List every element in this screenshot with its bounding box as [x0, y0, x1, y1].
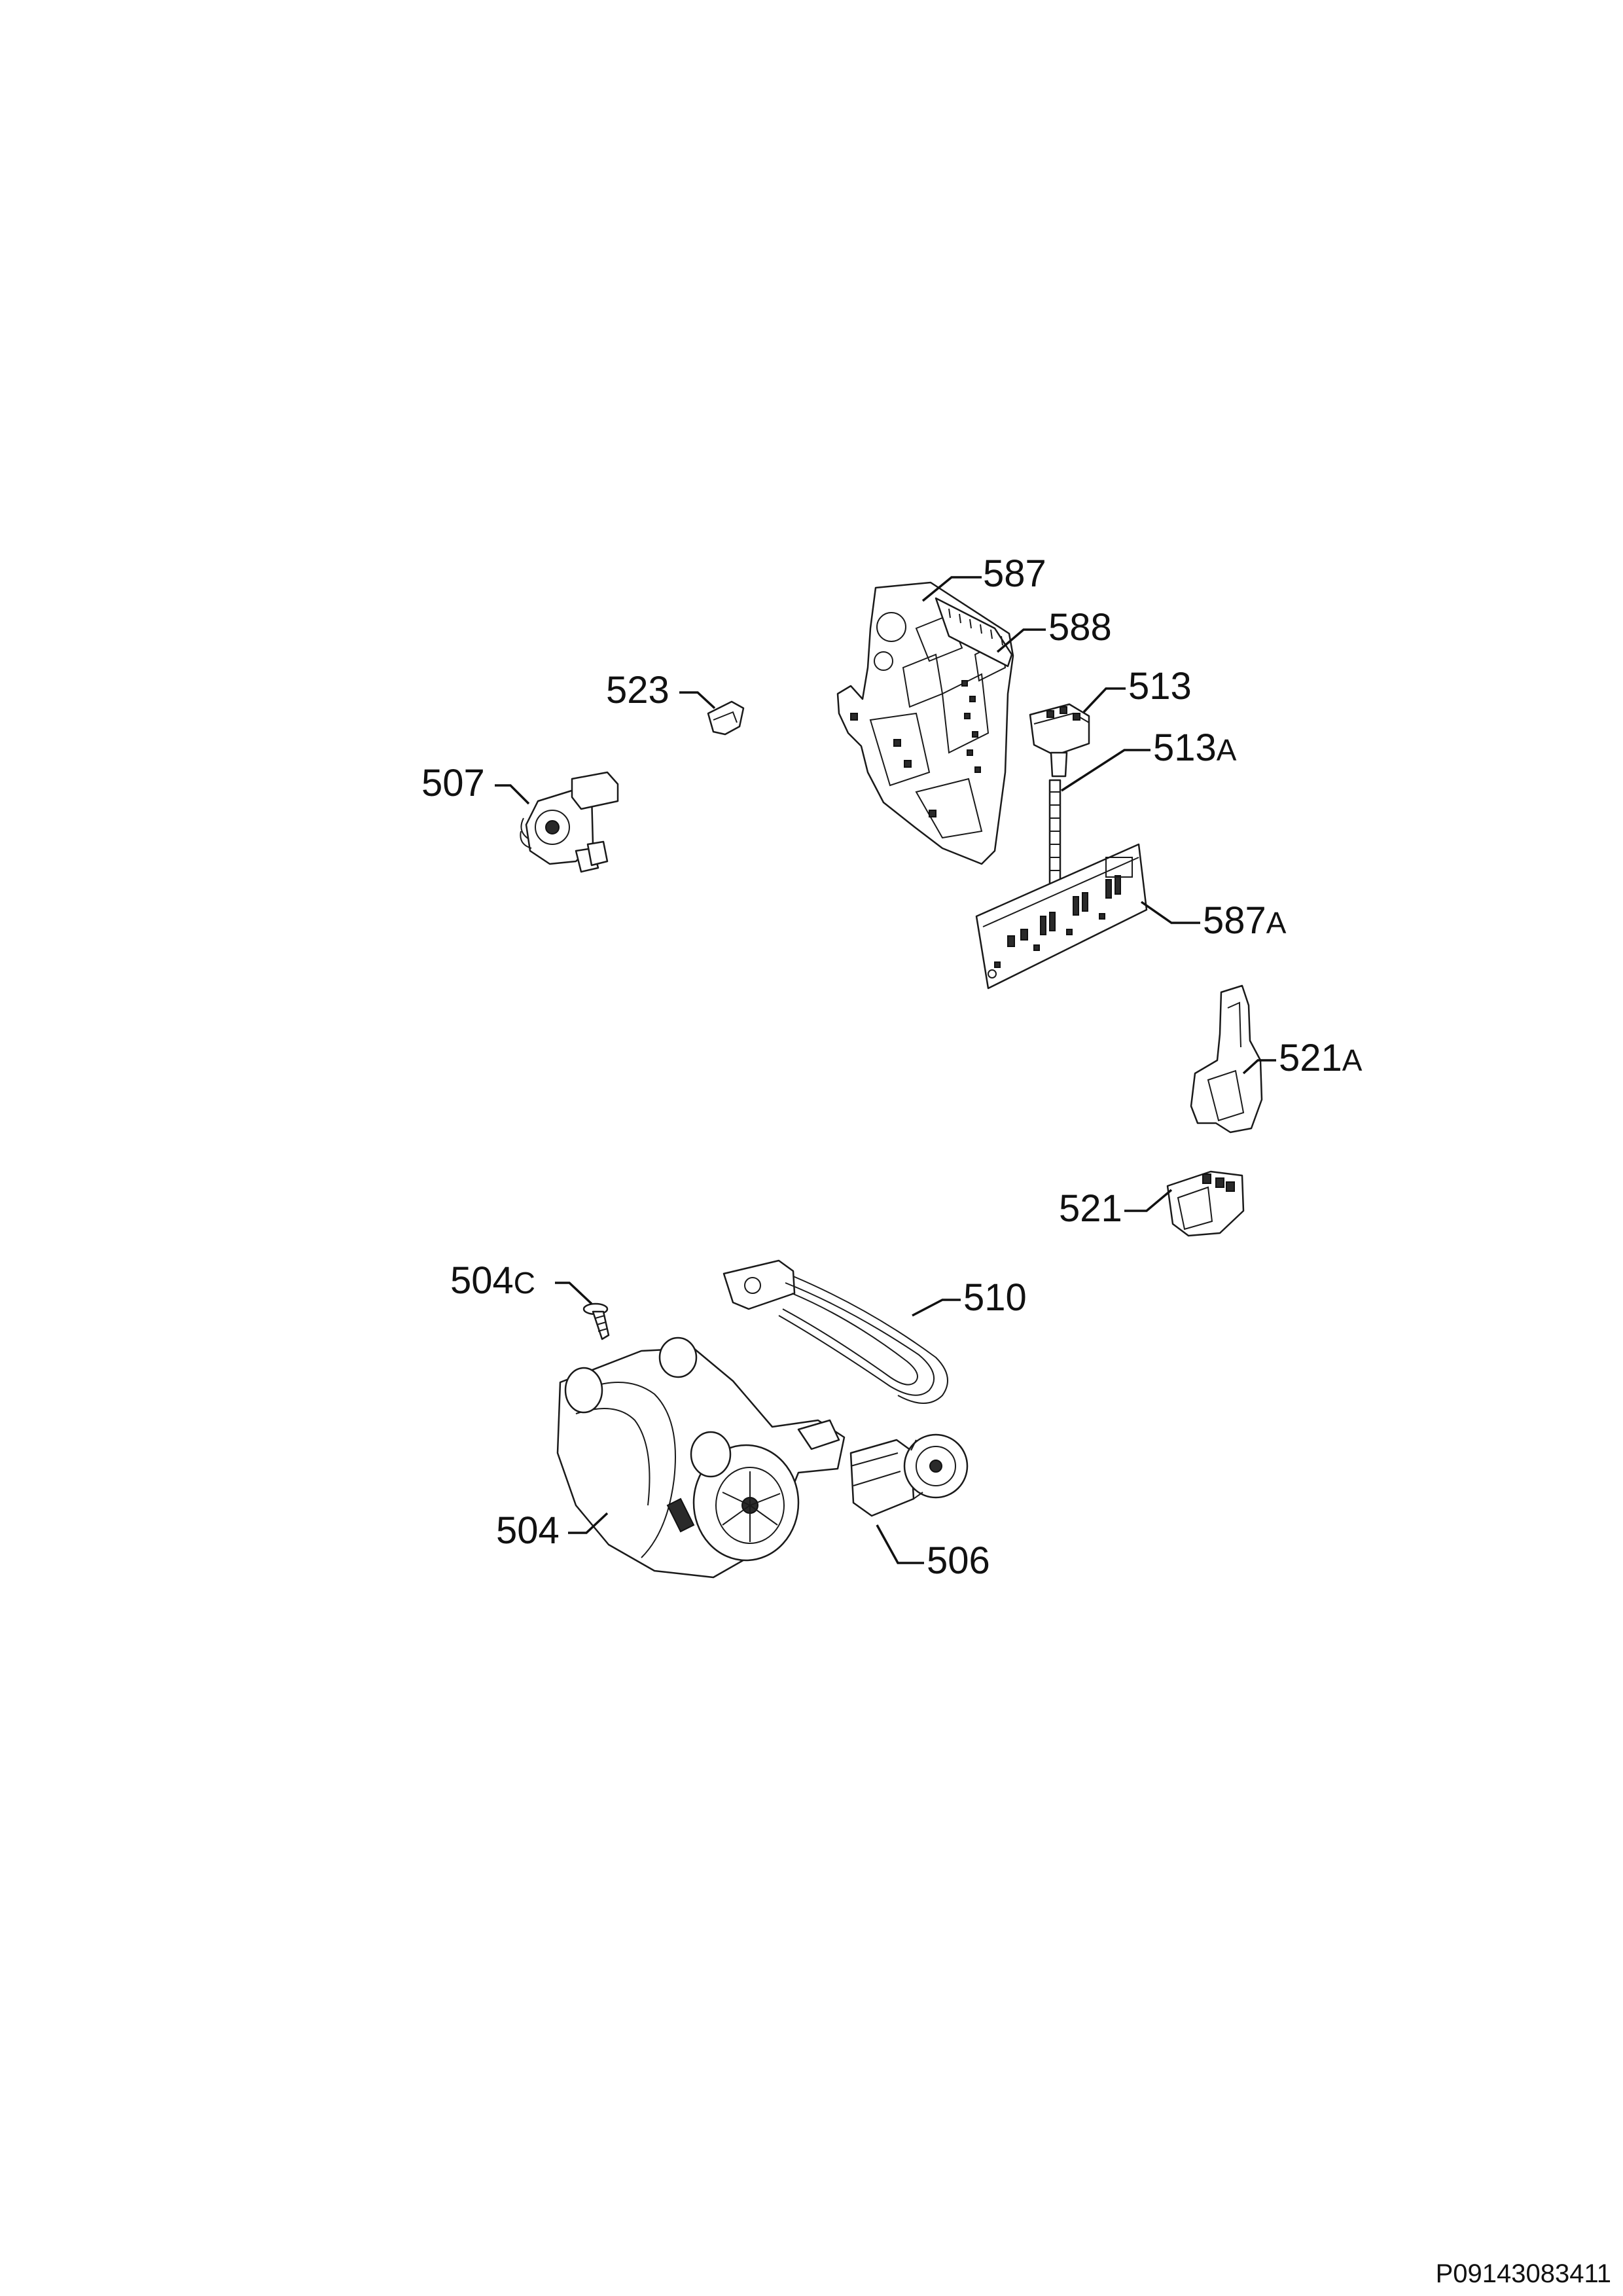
selector-shaft-513a [1048, 779, 1061, 893]
display-board-587a [975, 843, 1148, 990]
leader-523 [679, 691, 716, 709]
label-588: 588 [1048, 606, 1112, 649]
label-513a: 513A [1153, 726, 1237, 769]
document-code: P09143083411 [1435, 2259, 1611, 2288]
program-selector-513 [1029, 703, 1090, 778]
label-504: 504 [496, 1509, 560, 1552]
motor-504 [556, 1336, 846, 1579]
label-521a: 521A [1279, 1037, 1363, 1079]
board-rail-588 [935, 597, 1013, 668]
door-lock-521 [1166, 1170, 1245, 1237]
leader-513 [1082, 687, 1126, 713]
leader-513a [1061, 749, 1150, 792]
label-510: 510 [963, 1276, 1027, 1319]
leader-521 [1124, 1189, 1173, 1212]
leader-510 [912, 1299, 961, 1317]
label-513: 513 [1128, 665, 1192, 708]
leader-587a [1141, 901, 1200, 924]
label-587: 587 [983, 552, 1046, 595]
control-housing-587 [836, 581, 1014, 865]
screw-504c [582, 1302, 610, 1340]
label-507: 507 [421, 762, 485, 804]
leader-506 [876, 1524, 924, 1564]
heating-element-510 [722, 1259, 948, 1404]
leader-504 [568, 1512, 609, 1534]
leader-521a [1242, 1059, 1276, 1075]
drain-pump-506 [849, 1433, 969, 1517]
label-506: 506 [927, 1539, 990, 1582]
label-504c: 504C [450, 1259, 536, 1302]
lock-support-521a [1190, 984, 1263, 1134]
inlet-valve-507 [520, 771, 619, 873]
clip-523 [707, 700, 745, 736]
label-587a: 587A [1203, 899, 1287, 942]
leader-587 [921, 576, 982, 602]
leader-504c [555, 1282, 593, 1305]
leader-507 [495, 784, 530, 805]
leader-588 [996, 628, 1046, 653]
label-523: 523 [606, 669, 669, 711]
label-521: 521 [1059, 1187, 1122, 1230]
